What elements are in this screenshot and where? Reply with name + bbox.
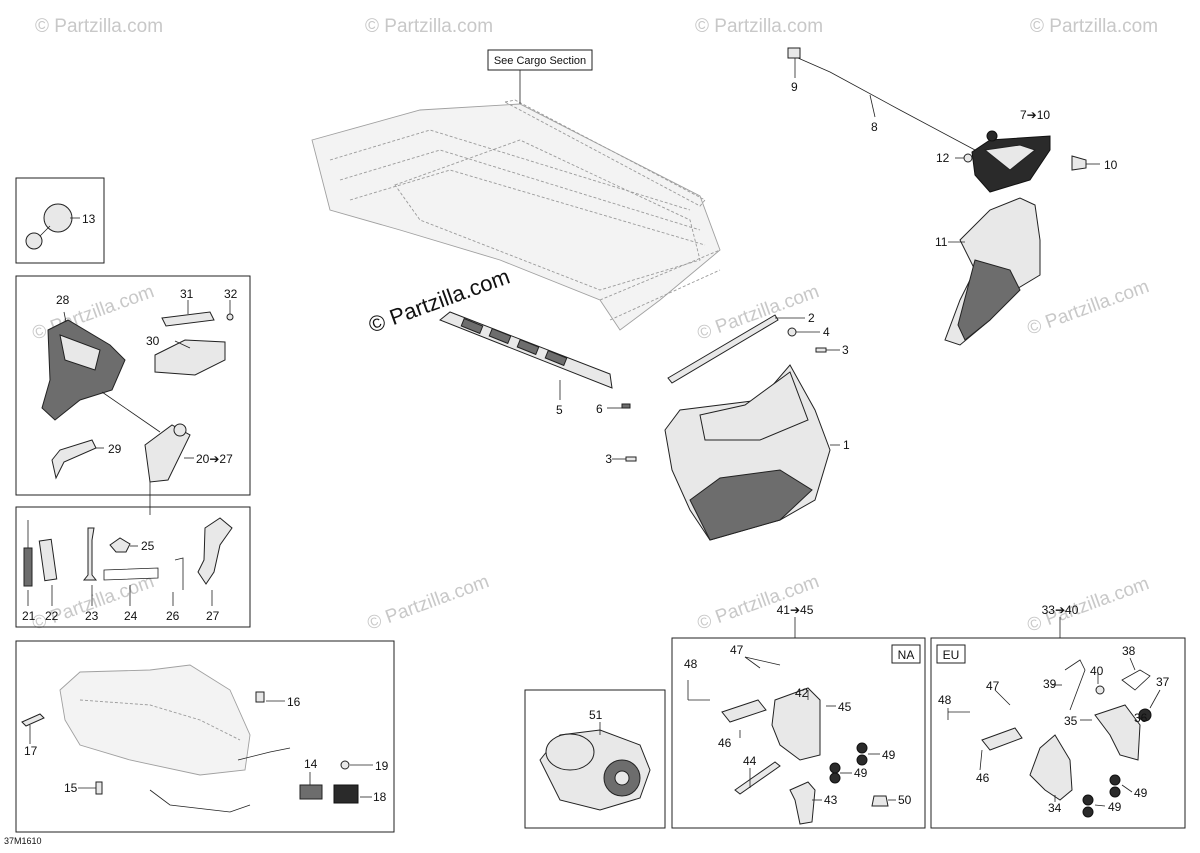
mirror-box [15,177,105,264]
hinge-strip [667,314,779,384]
callout-32: 32 [224,287,238,301]
callout-47: 47 [730,643,744,657]
callout-5: 5 [556,403,563,417]
callout-10: 10 [1104,158,1118,172]
callout-15: 15 [64,781,78,795]
light-housing [944,197,1041,346]
callout-2: 2 [808,311,815,325]
callout-9: 9 [791,80,798,94]
mirror-part [25,203,80,250]
callout-36: 36 [1134,711,1148,725]
callout-6: 6 [596,402,603,416]
winch-part [539,722,651,811]
callout-3: 3 [842,343,849,357]
callout-29: 29 [108,442,122,456]
callout-12: 12 [936,151,950,165]
callout-24: 24 [124,609,138,623]
watermark: © Partzilla.com [1030,16,1158,37]
callout-46: 46 [718,736,732,750]
callout-13: 13 [82,212,96,226]
tool-kit-box [15,275,251,496]
eu-mount-box [930,637,1186,829]
callout-50: 50 [898,793,912,807]
callout-47: 47 [986,679,1000,693]
callout-43: 43 [824,793,838,807]
callout-34: 34 [1048,801,1062,815]
watermark: © Partzilla.com [1025,276,1152,340]
callout-49: 49 [1108,800,1122,814]
see-cargo-label: See Cargo Section [494,55,586,67]
callout-1: 1 [843,438,850,452]
callout-44: 44 [743,754,757,768]
callout-28: 28 [56,293,70,307]
callout-40: 40 [1090,664,1104,678]
watermark: © Partzilla.com [365,16,493,37]
callout-35: 35 [1064,714,1078,728]
callout-4: 4 [823,325,830,339]
callout-21: 21 [22,609,36,623]
callout-23: 23 [85,609,99,623]
callout-49: 49 [854,766,868,780]
watermarks: © Partzilla.com © Partzilla.com © Partzi… [30,16,1159,637]
watermark: © Partzilla.com [695,281,822,345]
callout-45: 45 [838,700,852,714]
callout-33-40: 33➔40 [1042,603,1079,617]
callout-51: 51 [589,708,603,722]
callout-19: 19 [375,759,389,773]
callout-16: 16 [287,695,301,709]
watermark: © Partzilla.com [365,571,492,635]
region-na: NA [898,648,915,662]
tool-set-box [15,506,251,628]
na-mount-box [671,637,926,829]
storage-flap [664,364,840,541]
callout-48: 48 [938,693,952,707]
snowmobile-outline [21,664,373,813]
eu-tag [936,644,966,664]
see-cargo-box [487,49,593,71]
callout-31: 31 [180,287,194,301]
callout-49: 49 [1134,786,1148,800]
region-eu: EU [943,648,960,662]
side-rail [439,311,613,400]
callout-46: 46 [976,771,990,785]
callout-14: 14 [304,757,318,771]
callout-30: 30 [146,334,160,348]
callout-49: 49 [882,748,896,762]
watermark-main: © Partzilla.com [365,264,513,338]
watermark: © Partzilla.com [30,571,157,635]
na-tag [891,644,921,664]
callout-3: 3 [605,452,612,466]
callout-39: 39 [1043,677,1057,691]
callout-37: 37 [1156,675,1170,689]
callout-48: 48 [684,657,698,671]
callout-26: 26 [166,609,180,623]
callout-25: 25 [141,539,155,553]
decal-box [15,640,395,833]
winch-box [524,689,666,829]
callout-11: 11 [935,235,948,249]
callout-22: 22 [45,609,59,623]
cargo-rack-ghost [311,70,721,331]
tool-kit-parts [41,300,234,515]
watermark: © Partzilla.com [695,16,823,37]
callout-41-45: 41➔45 [777,603,814,617]
cable-assembly [787,47,976,151]
callout-17: 17 [24,744,38,758]
callout-18: 18 [373,790,387,804]
diagram-code: 37M1610 [4,836,42,846]
callout-42: 42 [795,686,809,700]
callout-7-10: 7➔10 [1020,108,1050,122]
callout-38: 38 [1122,644,1136,658]
tool-set-parts [23,517,233,606]
callout-8: 8 [871,120,878,134]
na-mount-parts [687,656,896,825]
callout-27: 27 [206,609,220,623]
callout-20-27: 20➔27 [196,452,233,466]
light-assembly [955,130,1100,193]
eu-mount-parts [947,657,1161,818]
watermark: © Partzilla.com [35,16,163,37]
